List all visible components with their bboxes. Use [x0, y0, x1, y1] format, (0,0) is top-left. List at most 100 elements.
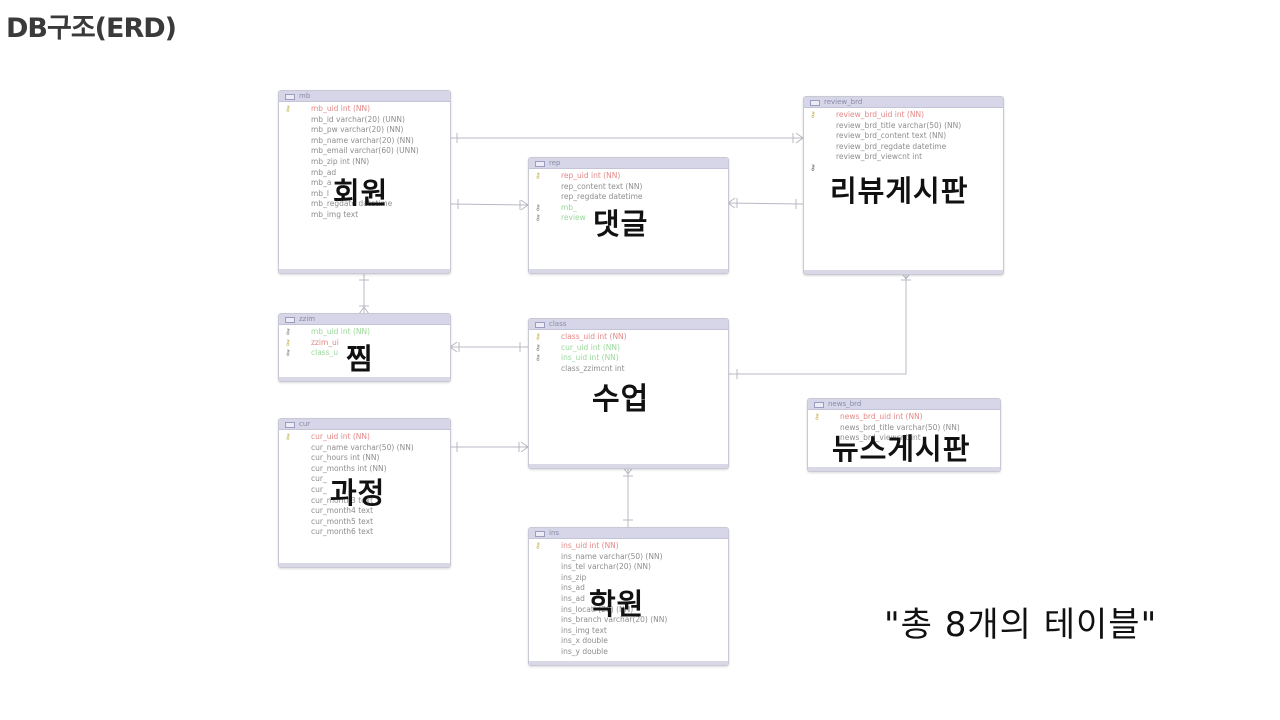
table-column: mb_ad: [279, 168, 450, 179]
column-text: rep_content text (NN): [561, 181, 643, 191]
column-text: cur_uid int (NN): [561, 342, 620, 352]
column-text: class_u: [311, 348, 339, 358]
table-mb[interactable]: mb ⚷mb_uid int (NN)mb_id varchar(20) (UN…: [278, 90, 451, 274]
column-text: mb_email varchar(60) (UNN): [311, 146, 419, 156]
column-text: ins_ad: [561, 583, 585, 593]
column-text: review_brd_content text (NN): [836, 131, 947, 141]
table-column: mb_name varchar(20) (NN): [279, 136, 450, 147]
column-text: mb_zip int (NN): [311, 156, 370, 166]
label-news-brd: 뉴스게시판: [832, 432, 971, 466]
column-list: ⚷review_brd_uid int (NN)review_brd_title…: [804, 108, 1003, 171]
column-text: ins_branch varchar(20) (NN): [561, 615, 668, 625]
table-column: ins_x double: [529, 636, 728, 647]
column-text: cur_month5 text: [311, 516, 374, 526]
column-text: ins_x double: [561, 636, 608, 646]
column-text: review_brd_viewcnt int: [836, 152, 923, 162]
column-text: review_brd_uid int (NN): [836, 110, 924, 119]
column-text: news_brd_uid int (NN): [840, 412, 923, 421]
table-column: mb_img text: [279, 210, 450, 221]
label-zzim: 찜: [346, 342, 374, 376]
table-rep[interactable]: rep ⚷ rep_uid int (NN)rep_content text (N…: [528, 157, 729, 274]
column-text: ins_img text: [561, 625, 607, 635]
table-column: review_brd_title varchar(50) (NN): [804, 121, 1003, 132]
column-text: ins_ad: [561, 593, 585, 603]
table-column: ins_branch varchar(20) (NN): [529, 615, 728, 626]
label-rep: 댓글: [593, 207, 649, 241]
table-column: news_brd_viewcnt int: [808, 433, 1000, 444]
table-column: cur_name varchar(50) (NN): [279, 443, 450, 454]
column-text: ins_uid int (NN): [561, 353, 619, 363]
table-column: ⚷ zzim_ui: [279, 338, 450, 349]
primary-key-icon: ⚷: [285, 104, 291, 113]
column-text: cur_name varchar(50) (NN): [311, 442, 414, 452]
table-column: ins_ad: [529, 583, 728, 594]
primary-key-icon: ⚷: [285, 432, 291, 441]
primary-key-icon: ⚷: [814, 412, 820, 421]
foreign-key-icon: ⚷: [535, 342, 541, 352]
table-column: ⚷ins_uid int (NN): [529, 541, 728, 552]
primary-key-icon: ⚷: [535, 171, 541, 180]
table-class[interactable]: class ⚷class_uid int (NN)⚷cur_uid int (N…: [528, 318, 729, 469]
column-text: news_brd_viewcnt int: [840, 433, 921, 443]
column-text: zzim_ui: [311, 337, 339, 347]
table-ins[interactable]: ins ⚷ins_uid int (NN)ins_name varchar(50…: [528, 527, 729, 666]
page-title: DB구조(ERD): [6, 13, 177, 44]
table-column: ins_img text: [529, 626, 728, 637]
table-header: rep: [529, 158, 728, 169]
table-column: review_brd_regdate datetime: [804, 142, 1003, 153]
column-text: ins_zip: [561, 572, 587, 582]
column-list: ⚷news_brd_uid int (NN)news_brd_title var…: [808, 410, 1000, 444]
column-text: cur_months int (NN): [311, 463, 387, 473]
table-header: mb: [279, 91, 450, 102]
table-review-brd[interactable]: review_brd ⚷review_brd_uid int (NN)revie…: [803, 96, 1004, 275]
column-text: rep_uid int (NN): [561, 171, 621, 180]
table-column: mb_a: [279, 178, 450, 189]
table-news-brd[interactable]: news_brd ⚷news_brd_uid int (NN)news_brd_…: [807, 398, 1001, 472]
column-text: class_zzimcnt int: [561, 363, 625, 373]
table-column: ⚷ cur_uid int (NN): [529, 343, 728, 354]
foreign-key-icon: ⚷: [535, 353, 541, 363]
column-text: cur_month4 text: [311, 506, 374, 516]
table-column: ⚷cur_uid int (NN): [279, 432, 450, 443]
column-text: review_brd_regdate datetime: [836, 141, 947, 151]
table-count-note: "총 8개의 테이블": [884, 605, 1158, 645]
column-text: cur_hours int (NN): [311, 453, 380, 463]
foreign-key-icon: ⚷: [285, 327, 291, 336]
column-list: ⚷mb_uid int (NN)mb_id varchar(20) (UNN)m…: [279, 102, 450, 221]
table-zzim[interactable]: zzim ⚷mb_uid int (NN)⚷zzim_ui⚷class_u: [278, 313, 451, 382]
table-column: ⚷ mb_uid int (NN): [279, 104, 450, 115]
table-cur[interactable]: cur ⚷cur_uid int (NN)cur_name varchar(50…: [278, 418, 451, 568]
column-text: mb_ad: [311, 167, 337, 177]
column-text: mb_uid int (NN): [311, 104, 371, 113]
table-column: ⚷ ins_uid int (NN): [529, 353, 728, 364]
table-column: cur_month6 text: [279, 527, 450, 538]
table-column: ⚷review_brd_uid int (NN): [804, 110, 1003, 121]
column-text: ins_locati (20) (NN): [561, 604, 634, 614]
column-text: ins_name varchar(50) (NN): [561, 551, 663, 561]
table-column: ⚷ news_brd_uid int (NN): [808, 412, 1000, 423]
column-text: mb_: [561, 202, 577, 212]
primary-key-icon: ⚷: [535, 541, 541, 550]
label-mb: 회원: [333, 176, 389, 210]
primary-key-icon: ⚷: [285, 337, 291, 347]
column-text: cur_month3 text: [311, 495, 374, 505]
table-column: ins_locati (20) (NN): [529, 605, 728, 616]
label-review-brd: 리뷰게시판: [830, 174, 969, 208]
table-column: mb_l: [279, 189, 450, 200]
table-column: ⚷class_u: [279, 348, 450, 359]
table-header: class: [529, 319, 728, 330]
column-text: cur_: [311, 474, 327, 484]
table-column: ins_tel varchar(20) (NN): [529, 562, 728, 573]
column-list: ⚷cur_uid int (NN)cur_name varchar(50) (N…: [279, 430, 450, 538]
foreign-key-icon: ⚷: [535, 213, 541, 223]
table-column: mb_pw varchar(20) (NN): [279, 125, 450, 136]
table-column: ⚷mb_: [529, 203, 728, 214]
table-column: cur_: [279, 485, 450, 496]
column-list: ⚷rep_uid int (NN)rep_content text (NN)re…: [529, 169, 728, 224]
table-column: class_zzimcnt int: [529, 364, 728, 375]
table-header: cur: [279, 419, 450, 430]
table-column: rep_content text (NN): [529, 182, 728, 193]
column-text: review_brd_title varchar(50) (NN): [836, 120, 962, 130]
table-column: ins_zip: [529, 573, 728, 584]
column-text: mb_name varchar(20) (NN): [311, 135, 414, 145]
